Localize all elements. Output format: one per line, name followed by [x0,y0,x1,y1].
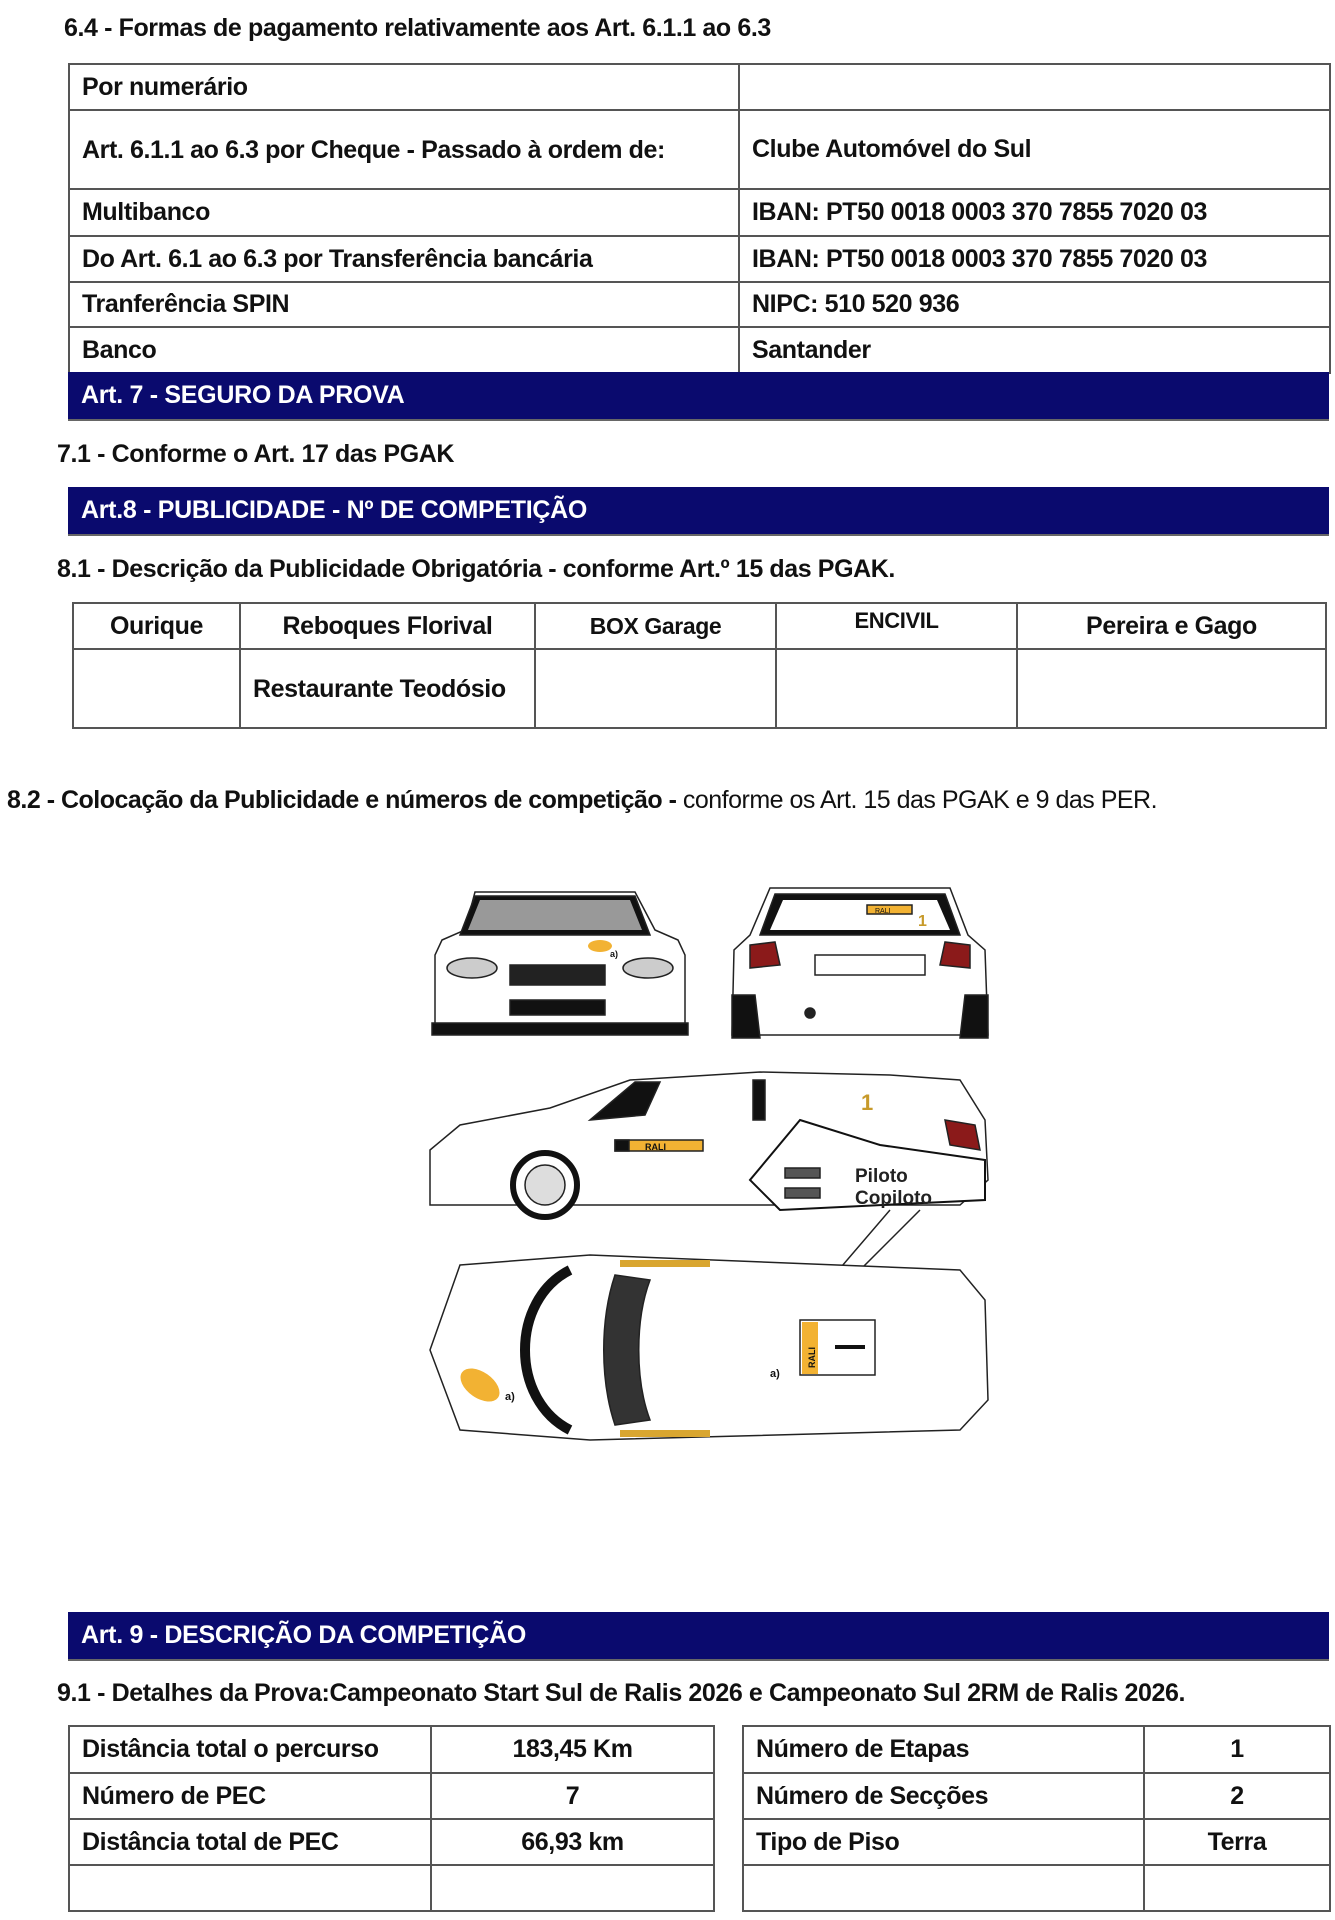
payment-table: Por numerário Art. 6.1.1 ao 6.3 por Cheq… [68,63,1331,374]
cell-value: 1 [1143,1725,1331,1774]
cell-label: Distância total de PEC [68,1818,432,1866]
car-front-view: a) [431,891,689,1036]
cell-value: 2 [1143,1772,1331,1820]
cell-label: Número de PEC [68,1772,432,1820]
rear-rali-text: RALI [875,908,891,915]
ad-cell: ENCIVIL [775,602,1018,650]
ad-cell: Reboques Florival [239,602,536,650]
ad-cell: Ourique [72,602,241,650]
car-side-view: RALI 1 Piloto Copiloto [429,1071,989,1281]
art-8-header: Art.8 - PUBLICIDADE - Nº DE COMPETIÇÃO [68,487,1329,536]
cell-value: Santander [738,326,1331,374]
ad-cell: Restaurante Teodósio [239,648,536,729]
top-label-a: a) [770,1368,780,1380]
cell-value: IBAN: PT50 0018 0003 370 7855 7020 03 [738,235,1331,283]
hood-label-a: a) [505,1391,515,1403]
cell-label: Multibanco [68,188,740,237]
section-8-1: 8.1 - Descrição da Publicidade Obrigatór… [57,555,895,583]
rear-number: 1 [918,913,927,930]
section-8-2: 8.2 - Colocação da Publicidade e números… [7,786,1158,815]
ad-cell [534,648,777,729]
cell-label: Do Art. 6.1 ao 6.3 por Transferência ban… [68,235,740,283]
ad-cell [72,648,241,729]
label-a: a) [610,949,618,959]
art-7-header: Art. 7 - SEGURO DA PROVA [68,372,1329,421]
table-row: Por numerário [68,63,1331,111]
car-rear-view: RALI 1 [731,887,989,1039]
section-9-1: 9.1 - Detalhes da Prova:Campeonato Start… [57,1679,1186,1707]
cell-label: Tipo de Piso [742,1818,1145,1866]
cell-value [430,1864,715,1912]
cell-value: Terra [1143,1818,1331,1866]
cell-label: Distância total o percurso [68,1725,432,1774]
top-rali-text: RALI [807,1347,817,1368]
side-number: 1 [861,1090,873,1115]
cell-label [742,1864,1145,1912]
ad-cell: Pereira e Gago [1016,602,1327,650]
table-row: Art. 6.1.1 ao 6.3 por Cheque - Passado à… [68,109,1331,190]
table-row [68,1864,715,1912]
cell-label: Banco [68,326,740,374]
cell-label: Número de Etapas [742,1725,1145,1774]
cell-label: Número de Secções [742,1772,1145,1820]
ad-cell: BOX Garage [534,602,777,650]
cell-value: 183,45 Km [430,1725,715,1774]
table-row [742,1864,1331,1912]
ads-table: Ourique Reboques Florival BOX Garage ENC… [72,602,1327,729]
piloto-label: Piloto [855,1166,908,1187]
section-8-2-text: conforme os Art. 15 das PGAK e 9 das PER… [676,786,1158,814]
cell-value: 66,93 km [430,1818,715,1866]
section-7-1: 7.1 - Conforme o Art. 17 das PGAK [57,440,455,468]
car-top-view: RALI a) a) [429,1254,989,1441]
section-8-2-bold: 8.2 - Colocação da Publicidade e números… [7,786,677,814]
cell-value: IBAN: PT50 0018 0003 370 7855 7020 03 [738,188,1331,237]
cell-label [68,1864,432,1912]
cell-value [1143,1864,1331,1912]
section-6-4-title: 6.4 - Formas de pagamento relativamente … [64,14,771,42]
table-row: Restaurante Teodósio [72,648,1327,729]
table-row: Ourique Reboques Florival BOX Garage ENC… [72,602,1327,650]
ad-cell [1016,648,1327,729]
cell-label: Por numerário [68,63,740,111]
ad-cell [775,648,1018,729]
art-9-header: Art. 9 - DESCRIÇÃO DA COMPETIÇÃO [68,1612,1329,1661]
cell-label: Tranferência SPIN [68,281,740,328]
cell-label: Art. 6.1.1 ao 6.3 por Cheque - Passado à… [68,109,740,190]
car-livery-diagram: a) RALI 1 RALI 1 Piloto Copiloto [429,887,989,1441]
cell-value [738,63,1331,111]
side-rali-text: RALI [645,1142,666,1152]
cell-value: 7 [430,1772,715,1820]
copiloto-label: Copiloto [855,1188,932,1209]
table-row: Do Art. 6.1 ao 6.3 por Transferência ban… [68,235,1331,283]
cell-value: NIPC: 510 520 936 [738,281,1331,328]
cell-value: Clube Automóvel do Sul [738,109,1331,190]
